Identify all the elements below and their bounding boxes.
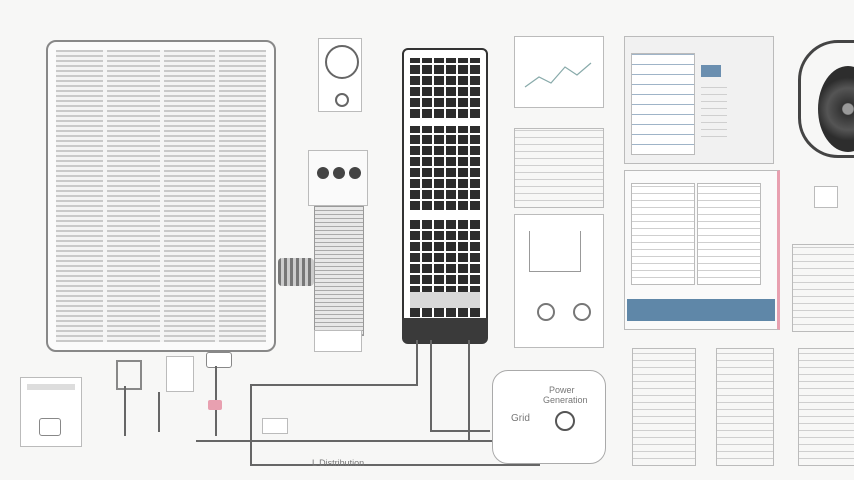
disconnect-switch bbox=[262, 418, 288, 434]
house-schematic-card bbox=[514, 214, 604, 348]
chart-sketch bbox=[524, 62, 592, 88]
wire-label: L Distribution bbox=[312, 458, 365, 468]
terminal-block bbox=[314, 330, 362, 352]
inverter bbox=[402, 48, 488, 340]
form-card-2 bbox=[716, 348, 774, 466]
form-card-1 bbox=[632, 348, 696, 466]
line-chart-card bbox=[514, 36, 604, 108]
grid-label: Grid bbox=[511, 413, 530, 424]
battery-label-bar bbox=[627, 299, 775, 321]
meter-icon bbox=[555, 411, 575, 431]
fuse bbox=[208, 400, 222, 410]
gauge-icon bbox=[318, 38, 362, 112]
solar-panel bbox=[46, 40, 276, 352]
cable-connector-left bbox=[108, 360, 148, 440]
plug-icon bbox=[206, 352, 232, 368]
report-card bbox=[514, 128, 604, 208]
charge-controller bbox=[308, 150, 368, 206]
inverter-base bbox=[402, 318, 488, 344]
form-card-3 bbox=[798, 348, 854, 466]
generation-label: Generation bbox=[543, 395, 588, 405]
cable-gland bbox=[278, 258, 314, 286]
junction-box bbox=[20, 377, 82, 447]
manual-spread bbox=[624, 170, 780, 330]
plug-icon bbox=[814, 186, 838, 208]
meter-icon bbox=[166, 356, 194, 392]
spec-sheet bbox=[792, 244, 854, 332]
battery-bar bbox=[410, 292, 480, 308]
power-label: Power bbox=[549, 385, 575, 395]
settings-panel bbox=[624, 36, 774, 164]
generation-box: Grid Power Generation bbox=[492, 370, 606, 464]
battery-stack bbox=[314, 206, 364, 336]
